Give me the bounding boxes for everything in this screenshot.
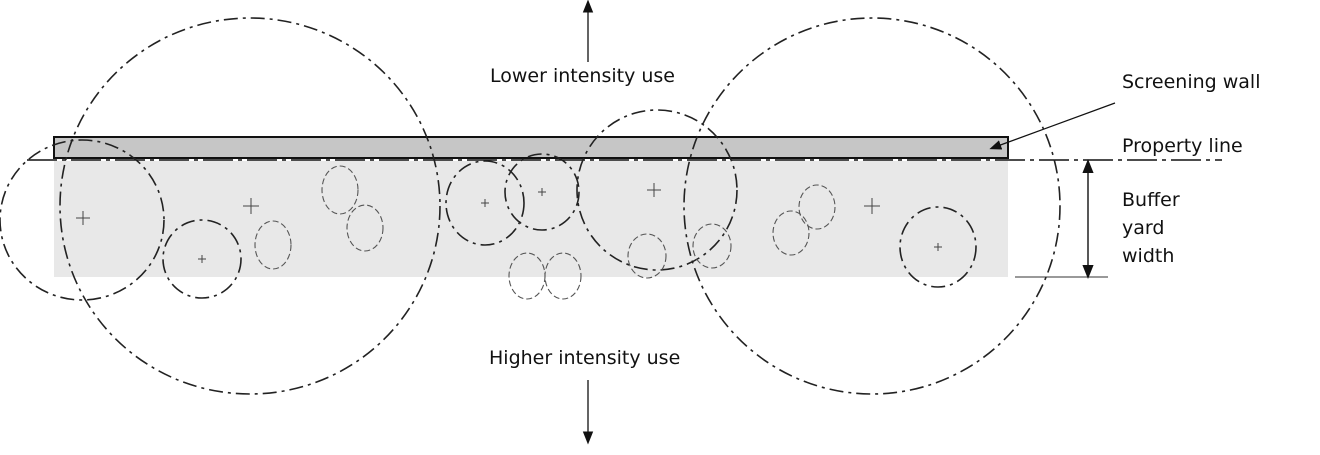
tree-canopy-small [445,160,525,246]
higher-intensity-use-label: Higher intensity use [489,347,681,369]
shrub [692,223,732,269]
tree-canopy-small [504,153,580,231]
buffer-label-line: width [1122,245,1175,267]
lower-intensity-use-label: Lower intensity use [490,65,675,87]
screening-wall-label: Screening wall [1122,71,1261,93]
shrub [321,165,359,215]
screening-wall [53,136,1009,159]
tree-canopy-large [683,17,1061,395]
trunk-markers [76,183,942,263]
shrub [346,204,384,252]
tree-canopy-large [59,17,441,395]
shrub [798,184,836,230]
buffer-label-line: yard [1122,217,1165,239]
shrub [772,210,810,256]
buffer-yard-width-label: Buffer yard width [1122,186,1180,270]
shrub [254,220,292,270]
buffer-yard-area [54,161,1008,277]
tree-canopy-small [899,206,977,288]
buffer-label-line: Buffer [1122,189,1180,211]
shrub [544,252,582,300]
tree-canopy-medium [576,109,738,271]
screening-wall-leader [989,102,1116,150]
tree-canopy-medium [0,139,165,301]
shrub [627,233,667,279]
property-line-label: Property line [1122,135,1243,157]
tree-canopy-small [162,219,242,299]
